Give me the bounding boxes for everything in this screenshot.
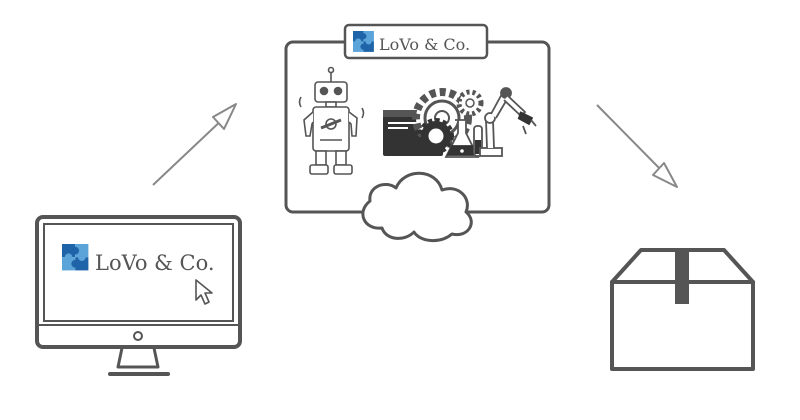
robotic-arm-icon	[479, 87, 537, 157]
screen-logo-text: LoVo & Co.	[95, 251, 215, 275]
gears-icon	[412, 88, 484, 154]
robot-icon	[298, 66, 365, 175]
screen-logo: LoVo & Co.	[62, 244, 215, 275]
cloud-icon	[361, 171, 473, 242]
desktop-monitor-icon	[35, 215, 242, 376]
platform-logo-badge: LoVo & Co.	[343, 23, 489, 60]
puzzle-logo-icon	[62, 244, 89, 271]
mouse-pointer-icon	[195, 279, 213, 305]
badge-logo-text: LoVo & Co.	[379, 35, 470, 54]
puzzle-logo-icon	[353, 31, 374, 52]
arrow-up-right-icon	[152, 103, 237, 186]
lab-flask-icon	[444, 119, 483, 158]
arrow-down-right-icon	[596, 104, 678, 188]
package-box-icon	[610, 248, 755, 371]
